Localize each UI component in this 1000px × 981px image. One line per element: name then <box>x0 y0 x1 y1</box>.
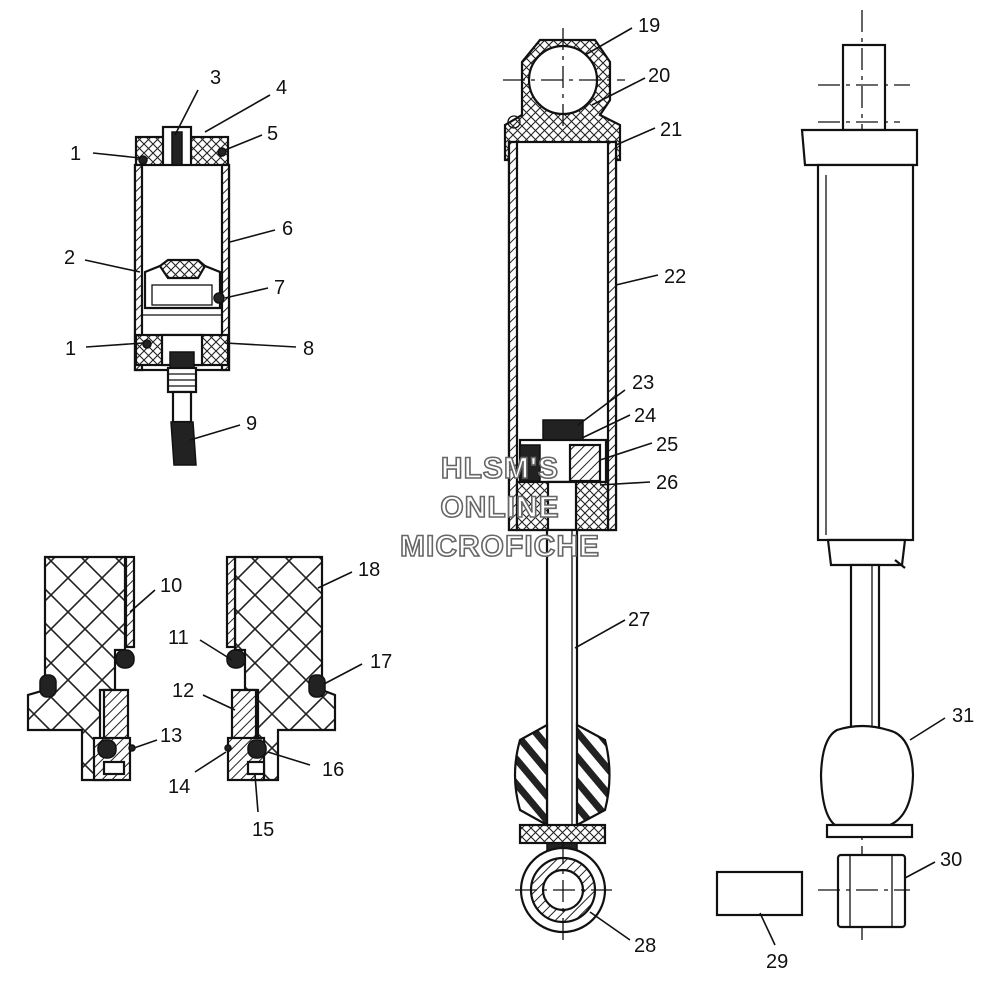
bushing-right <box>225 555 237 649</box>
ball-13 <box>224 744 232 752</box>
callout-28: 28 <box>634 935 656 957</box>
callout-1b: 1 <box>65 338 76 360</box>
callout-24: 24 <box>634 405 656 427</box>
reservoir-assembly <box>133 125 231 466</box>
leader-lines <box>84 27 946 946</box>
reservoir-wall-right <box>220 163 231 372</box>
hose-fitting-nut <box>169 351 195 369</box>
exterior-body <box>816 163 915 542</box>
oring-16-left <box>97 739 117 759</box>
callout-29: 29 <box>766 951 788 973</box>
callout-14: 14 <box>168 776 190 798</box>
watermark-line-2: ONLINE <box>440 491 559 524</box>
seal-12-right <box>230 688 258 742</box>
callout-30: 30 <box>940 849 962 871</box>
bumper-cup <box>518 823 607 845</box>
callout-1a: 1 <box>70 143 81 165</box>
callout-12: 12 <box>172 680 194 702</box>
hose-ferrule <box>171 390 193 424</box>
reservoir-hose <box>170 421 197 466</box>
callout-26: 26 <box>656 472 678 494</box>
piston-seal-cap <box>158 258 207 280</box>
callout-8: 8 <box>303 338 314 360</box>
callout-5: 5 <box>267 123 278 145</box>
callout-9: 9 <box>246 413 257 435</box>
callout-labels: 1 1 2 3 4 5 6 7 8 9 10 11 12 13 14 15 16… <box>64 15 974 973</box>
piston-shim <box>568 443 602 483</box>
callout-18: 18 <box>358 559 380 581</box>
callout-31: 31 <box>952 705 974 727</box>
callout-17: 17 <box>370 651 392 673</box>
seal-12-left <box>102 688 130 742</box>
callout-21: 21 <box>660 119 682 141</box>
bumper-left <box>513 723 549 827</box>
seal-head-detail <box>26 555 337 782</box>
exterior-bumper <box>819 724 915 827</box>
callout-6: 6 <box>282 218 293 240</box>
clevis-mount <box>836 853 907 929</box>
valve-core <box>171 131 183 167</box>
bumper-right <box>575 723 611 827</box>
watermark-line-3: MICROFICHE <box>400 530 600 563</box>
o-ring <box>138 155 148 165</box>
wiper-15-left <box>102 760 126 776</box>
spacer-bushing <box>715 870 804 917</box>
body-bottom-nut <box>826 538 907 567</box>
callout-19: 19 <box>638 15 660 37</box>
callout-11: 11 <box>168 627 189 649</box>
callout-27: 27 <box>628 609 650 631</box>
top-mount-stem <box>841 43 887 132</box>
oring-17-left <box>39 674 57 698</box>
callout-2: 2 <box>64 247 75 269</box>
callout-16: 16 <box>322 759 344 781</box>
o-ring <box>217 147 227 157</box>
reservoir-wall-left <box>133 163 144 372</box>
callout-25: 25 <box>656 434 678 456</box>
watermark: HLSM'S ONLINE MICROFICHE <box>399 451 600 564</box>
callout-7: 7 <box>274 277 285 299</box>
callout-22: 22 <box>664 266 686 288</box>
bushing-left <box>124 555 136 649</box>
wiper-15-right <box>246 760 266 776</box>
watermark-line-1: HLSM'S <box>441 452 559 485</box>
callout-4: 4 <box>276 77 287 99</box>
top-collar <box>800 128 919 167</box>
exterior-bumper-cup <box>825 823 914 839</box>
callout-15: 15 <box>252 819 274 841</box>
callout-20: 20 <box>648 65 670 87</box>
seal-head-bore <box>546 480 578 532</box>
callout-3: 3 <box>210 67 221 89</box>
adjuster-arrow <box>894 559 906 569</box>
piston-band <box>151 284 213 306</box>
piston-o-ring <box>213 292 225 304</box>
piston-nut <box>542 419 584 441</box>
exterior-shaft <box>849 563 881 732</box>
oring-11-right <box>226 649 246 669</box>
o-ring <box>142 339 152 349</box>
oring-16-right <box>247 739 267 759</box>
callout-23: 23 <box>632 372 654 394</box>
callout-13: 13 <box>160 725 182 747</box>
eyelet-bolt <box>507 115 521 129</box>
oring-17-right <box>308 674 326 698</box>
shock-exterior-view <box>715 10 919 940</box>
body-wall-left <box>507 140 519 532</box>
body-wall-right <box>606 140 618 532</box>
shock-section-view <box>503 28 625 942</box>
callout-10: 10 <box>160 575 182 597</box>
oring-11-left <box>115 649 135 669</box>
